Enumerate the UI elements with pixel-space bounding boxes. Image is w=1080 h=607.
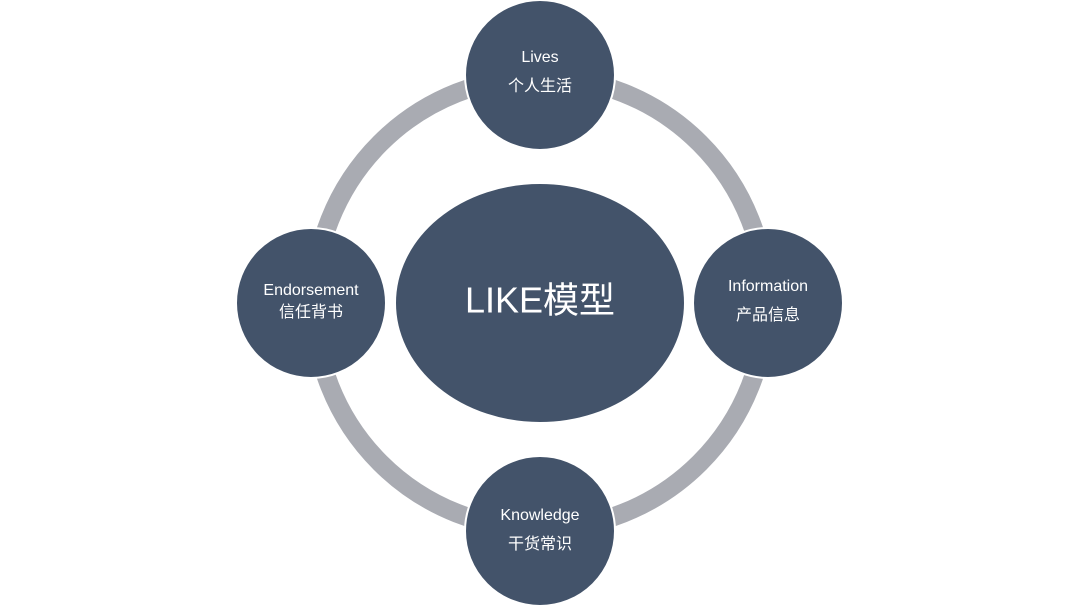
node-lives-en: Lives [521,49,558,66]
node-endorsement-zh: 信任背书 [279,303,343,321]
node-information-en: Information [728,278,808,295]
node-knowledge-circle [464,455,616,607]
node-lives: Lives 个人生活 [464,0,616,151]
node-information-zh: 产品信息 [736,306,800,324]
center-label: LIKE模型 [465,280,615,321]
node-information: Information 产品信息 [692,227,844,379]
node-lives-circle [464,0,616,151]
node-endorsement-en: Endorsement [263,282,359,299]
node-endorsement: Endorsement 信任背书 [235,227,387,379]
node-lives-zh: 个人生活 [508,77,572,95]
node-information-circle [692,227,844,379]
node-endorsement-circle [235,227,387,379]
node-knowledge: Knowledge 干货常识 [464,455,616,607]
node-knowledge-zh: 干货常识 [508,535,572,553]
center-ellipse [394,182,686,424]
node-knowledge-en: Knowledge [500,507,579,524]
